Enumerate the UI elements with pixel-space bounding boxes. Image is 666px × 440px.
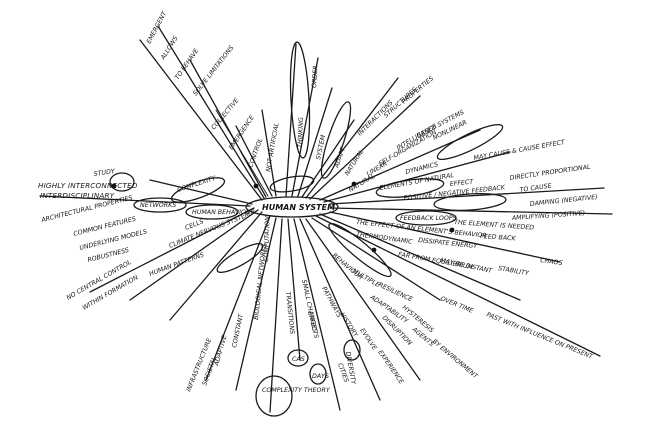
branch-line [285,43,297,197]
branch-line [235,217,277,391]
left-label: HUMAN BEHAVIOUR [192,209,255,216]
branch-line [235,125,273,197]
label-bubble [185,204,239,220]
center-label: HUMAN SYSTEM [262,203,335,212]
branch-line [315,215,601,357]
left-label: WITHIN FORMATION [82,274,140,312]
right-label: STABILITY [498,265,531,277]
center-ellipse [245,196,339,218]
label-bubble [375,178,445,198]
label-bubble [269,175,315,193]
branch-line [319,213,521,301]
branch-line [269,218,283,413]
right-label: DISSIPATE ENERGY [418,237,479,250]
branch-line [329,211,561,263]
small-circle [343,339,361,361]
label-bubble [216,243,264,273]
right-label: FEED BACK [480,233,517,243]
right-label: EFFECT [449,178,474,188]
bottom-label: CAS [292,356,305,363]
branch-line [189,59,267,198]
left-label: NETWORKS [140,202,176,209]
top-label: ORDER [311,65,320,88]
left-cluster: HIGHLY INTERCONNECTED STUDY INTERDISCIPL… [38,168,255,312]
bottom-label: OVER TIME [439,295,474,315]
angled-bubble [436,124,504,160]
top-label: PROPERTIES [401,75,435,105]
bottom-label: TRANSITIONS [284,291,295,334]
label-bubble [433,192,507,212]
left-label: INTERDISCIPLINARY [40,191,115,200]
junction-dot [449,227,455,233]
right-label: TO CAUSE [519,183,552,194]
top-label: EMERGENCE [228,114,256,151]
small-circle [309,363,327,385]
bottom-label: COMPUTATION [263,216,272,262]
radiating-lines [39,25,613,413]
label-bubble [170,177,226,203]
center-node: HUMAN SYSTEM [245,196,339,218]
branch-line [169,211,263,321]
branch-line [287,218,301,361]
right-label: DAMPING (NEGATIVE) [529,194,598,208]
branch-line [305,218,421,381]
branch-line [297,87,333,197]
right-label: CHAOS [540,257,563,267]
branch-line [157,25,265,199]
branch-line [305,77,399,199]
oval-bubbles [109,41,507,417]
small-circle [287,349,309,367]
junction-dots [111,181,455,253]
bottom-label: EXPERIENCE [376,349,404,385]
theory-bubble [255,375,293,417]
junction-dot [371,247,377,253]
bottom-label: DAYS [312,373,329,380]
label-bubble [133,197,187,213]
label-bubble [395,210,457,226]
left-label: HIGHLY INTERCONNECTED [38,181,138,190]
bottom-label: PAST WITH INFLUENCE ON PRESENT [485,311,594,361]
branch-line [291,57,319,197]
bottom-label: EVOLVE [358,327,378,351]
branch-line [89,207,255,293]
junction-dot [253,183,259,189]
top-label: EMERGENT [146,10,169,45]
branch-line [309,95,421,200]
right-label: DIRECTLY PROPORTIONAL [509,164,591,182]
branch-line [293,218,341,411]
left-label: STUDY [93,168,116,178]
top-label: ALLOWS [159,35,179,62]
bottom-label: BY ENVIRONMENT [431,338,480,381]
branch-line [299,218,381,401]
right-cluster: NATURAL LINEAR SELF-ORGANIZATION INTELLI… [348,109,598,278]
bottom-label: COMPLEXITY THEORY [262,387,331,394]
branch-line [323,151,511,203]
branch-line [129,209,259,301]
branch-line [261,109,277,197]
top-label: THINKING [297,117,305,148]
branch-line [39,195,251,207]
top-label: TO BEHAVE [174,48,200,82]
branch-line [311,217,441,301]
branch-line [215,109,269,197]
right-label: FEEDBACK LOOPS [400,215,457,222]
junction-dot [351,181,357,187]
top-label: INTERACTIONS [356,99,394,137]
bottom-label: CONSTANT [231,312,245,348]
junction-dot [111,183,117,189]
vertical-bubble [289,41,311,159]
small-circle [109,172,135,192]
angled-bubble [320,101,352,179]
top-label: NATURAL [344,148,366,177]
left-label: HUMAN PATTERNS [148,252,205,278]
branch-line [329,207,613,215]
angled-bubble [328,222,392,278]
branch-line [149,179,253,205]
branch-line [329,187,605,205]
branch-line [139,39,263,201]
right-label: DYNAMICS [405,161,439,176]
